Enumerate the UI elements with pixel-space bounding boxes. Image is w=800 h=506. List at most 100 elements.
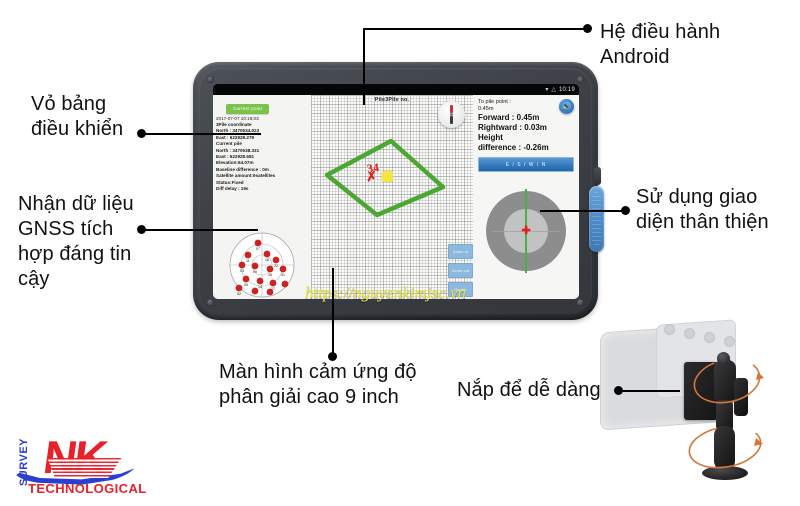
info-line-status: Status:Fixed — [216, 179, 244, 185]
annotation-android: Hệ điều hành Android — [600, 21, 721, 68]
svg-text:07: 07 — [256, 247, 260, 251]
forward-readout: Forward : 0.45m — [478, 113, 540, 122]
pole-mount-photo — [596, 318, 796, 504]
info-line-sats: Satellite amount:9satellites — [216, 173, 276, 179]
rightward-readout: Rightward : 0.03m — [478, 123, 547, 132]
target-point-marker[interactable] — [382, 171, 393, 182]
site-watermark: https://nguyenkimjsc.vn — [305, 283, 466, 302]
satellite-skyplot: 07 11 18 22 03 09 26 31 05 14 27 02 — [229, 232, 295, 298]
touchscreen[interactable]: ▾ △ 10:19 Current point 2017-07-07 10:19… — [213, 84, 579, 299]
leader-dot-ui — [621, 206, 630, 215]
mount-arm-lower — [714, 426, 735, 470]
leader-case-h — [143, 133, 261, 135]
case-screw — [577, 299, 584, 306]
annotation-gnss: Nhận dữ liệu GNSS tích hợp đáng tin cậy — [18, 193, 134, 290]
map-minor-grid — [311, 95, 473, 299]
info-line-east2: East : 622928.681 — [216, 153, 255, 159]
leader-ui-h — [540, 210, 625, 212]
left-info-panel: Current point 2017-07-07 10:19:03 3Pile … — [213, 95, 311, 299]
ghost-screw — [704, 332, 715, 343]
svg-text:18: 18 — [265, 258, 269, 262]
info-line-east: East : 622928.279 — [216, 134, 255, 140]
svg-text:02: 02 — [237, 292, 241, 296]
leader-android-h — [363, 28, 586, 30]
svg-text:31: 31 — [281, 273, 285, 277]
info-line-elev: Elevation:64.07m — [216, 160, 254, 166]
to-pile-point-label: To pile point : — [478, 99, 511, 105]
survey-app: Current point 2017-07-07 10:19:03 3Pile … — [213, 95, 579, 299]
annotation-ui: Sử dụng giao diện thân thiện — [636, 186, 769, 233]
svg-text:09: 09 — [253, 270, 257, 274]
case-screw — [207, 299, 214, 306]
info-line-baseline: Baseline difference : 0m — [216, 166, 269, 172]
mount-clamp — [734, 378, 748, 416]
info-line-north: North : 3470534.023 — [216, 128, 260, 134]
annotation-case: Vỏ bảng điều khiển — [31, 93, 124, 140]
wifi-icon: ▾ — [545, 86, 549, 93]
pile-marker-x: ✗ — [365, 168, 378, 185]
case-screw — [577, 76, 584, 83]
logo-stripes — [45, 458, 122, 478]
svg-text:05: 05 — [244, 283, 248, 287]
bullseye-vertical-axis — [525, 189, 527, 273]
info-line-north2: North : 3470538.331 — [216, 147, 260, 153]
leader-dot-screen — [328, 352, 337, 361]
mount-arm-middle — [716, 400, 733, 432]
svg-text:22: 22 — [274, 264, 278, 268]
svg-text:11: 11 — [246, 259, 250, 263]
leader-dot-gnss — [137, 225, 146, 234]
mount-knob — [717, 352, 730, 365]
leader-dot-android — [583, 24, 592, 33]
company-logo: NK SURVEY TECHNOLOGICAL — [12, 431, 146, 498]
ghost-screw — [684, 328, 695, 339]
svg-text:14: 14 — [258, 285, 262, 289]
android-status-bar: ▾ △ 10:19 — [213, 84, 579, 95]
ghost-screw — [724, 336, 735, 347]
leader-mount-h — [620, 390, 680, 392]
info-line-current: Current pile — [216, 141, 242, 147]
compass-pivot — [450, 113, 453, 116]
annotation-screen: Màn hình cảm ứng độ phân giải cao 9 inch — [219, 361, 417, 408]
height-label: Height — [478, 133, 503, 142]
bullseye-center-cross: ✚ — [521, 224, 531, 237]
compass-icon[interactable] — [438, 101, 465, 128]
rotation-arrow-upper — [693, 358, 764, 404]
leader-dot-mount — [614, 386, 623, 395]
logo-survey-text: SURVEY — [18, 438, 30, 487]
speaker-icon[interactable]: 🔊 — [559, 99, 574, 114]
signal-icon: △ — [551, 86, 556, 93]
height-difference-readout: difference : -0.26m — [478, 143, 549, 152]
controller-tablet: ▾ △ 10:19 Current point 2017-07-07 10:19… — [193, 62, 604, 320]
stakeout-map[interactable]: Pile3Pile no. 34 ✗ Zoom in Zoom out — [311, 95, 473, 299]
leader-gnss-h — [143, 229, 258, 231]
logo-technological-text: TECHNOLOGICAL — [28, 481, 147, 496]
current-point-button[interactable]: Current point — [226, 103, 270, 114]
map-tool-buttons: Zoom in Zoom out Center — [448, 244, 473, 297]
annotation-mount: Nắp để dễ dàng — [457, 379, 601, 401]
rotation-arrow-lower — [688, 425, 763, 469]
compass-needle-south — [449, 116, 454, 124]
side-grip-button[interactable] — [589, 186, 604, 252]
status-bar-clock: 10:19 — [558, 86, 575, 93]
guidance-bullseye[interactable]: ✚ — [486, 189, 566, 273]
leader-android-v — [363, 28, 365, 105]
svg-text:27: 27 — [271, 287, 275, 291]
map-title: Pile3Pile no. — [374, 97, 410, 103]
svg-text:26: 26 — [268, 273, 272, 277]
mount-base — [702, 466, 748, 480]
case-screw — [207, 76, 214, 83]
map-center-button[interactable]: Center — [448, 282, 473, 297]
info-line-heading: 3Pile coordinate — [216, 121, 252, 127]
direction-indicator-bar[interactable]: E / S / W / N — [478, 157, 574, 172]
info-line-delay: Diff delay : 19s — [216, 185, 249, 191]
leader-screen-v — [332, 268, 334, 356]
compass-needle-north — [449, 105, 454, 113]
map-zoom-out-button[interactable]: Zoom out — [448, 263, 473, 278]
ghost-screw — [664, 324, 675, 335]
right-guidance-panel: 🔊 To pile point : 0.45m Forward : 0.45m … — [473, 95, 579, 299]
map-zoom-in-button[interactable]: Zoom in — [448, 244, 473, 259]
to-pile-point-value: 0.45m — [478, 106, 494, 112]
mount-arm-upper — [714, 360, 736, 404]
svg-text:03: 03 — [240, 269, 244, 273]
